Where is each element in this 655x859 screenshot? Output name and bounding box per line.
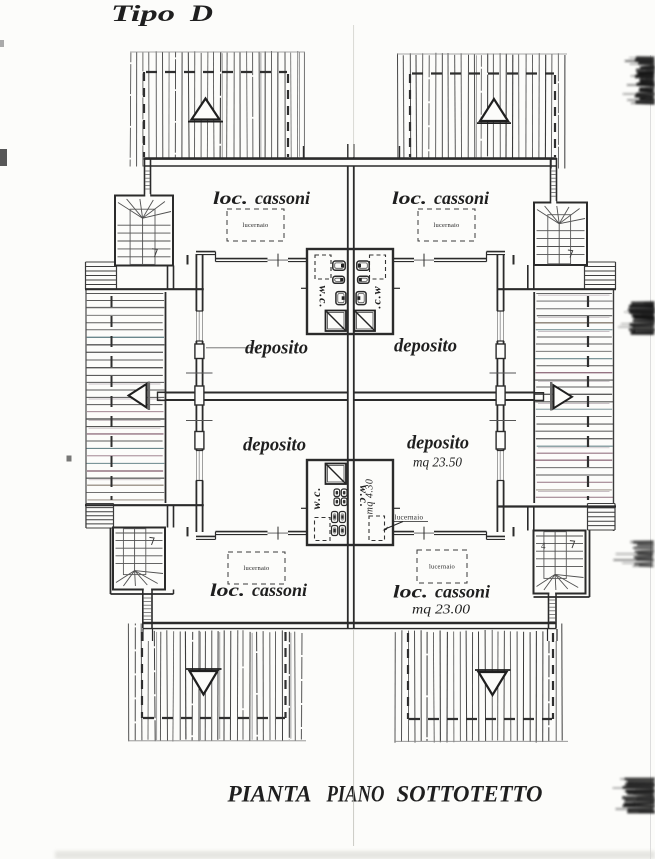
svg-text:4: 4 xyxy=(541,541,546,551)
svg-text:lucernaio: lucernaio xyxy=(429,564,455,571)
svg-text:mq 23.50: mq 23.50 xyxy=(413,455,462,470)
svg-text:lucernaio: lucernaio xyxy=(244,565,270,572)
svg-text:lucernaio: lucernaio xyxy=(243,222,269,229)
svg-text:loc.: loc. xyxy=(213,188,248,208)
svg-text:deposito: deposito xyxy=(407,433,469,454)
svg-text:D: D xyxy=(189,1,213,27)
svg-text:cassoni: cassoni xyxy=(255,188,310,208)
svg-text:w.c.: w.c. xyxy=(357,485,371,508)
svg-text:cassoni: cassoni xyxy=(435,582,490,602)
svg-text:PIANO: PIANO xyxy=(326,782,385,807)
svg-text:loc.: loc. xyxy=(392,188,427,208)
svg-text:loc.: loc. xyxy=(210,580,245,600)
svg-text:deposito: deposito xyxy=(394,336,457,357)
svg-text:SOTTOTETTO: SOTTOTETTO xyxy=(397,782,543,807)
svg-text:Tipo: Tipo xyxy=(111,1,175,27)
svg-text:mq 4.30: mq 4.30 xyxy=(365,479,376,515)
svg-text:deposito: deposito xyxy=(245,338,308,359)
svg-text:w.c.: w.c. xyxy=(317,286,331,309)
svg-text:deposito: deposito xyxy=(243,435,306,456)
svg-text:cassoni: cassoni xyxy=(252,580,307,600)
svg-text:lucernaio: lucernaio xyxy=(395,514,424,522)
svg-text:lucernaio: lucernaio xyxy=(434,222,460,229)
svg-text:loc.: loc. xyxy=(393,582,428,602)
svg-text:mq 23.00: mq 23.00 xyxy=(412,602,470,617)
svg-text:.c.w: .c.w xyxy=(370,285,384,308)
svg-text:w.c.: w.c. xyxy=(309,487,323,510)
svg-text:cassoni: cassoni xyxy=(434,188,489,208)
svg-text:PIANTA: PIANTA xyxy=(226,782,311,807)
